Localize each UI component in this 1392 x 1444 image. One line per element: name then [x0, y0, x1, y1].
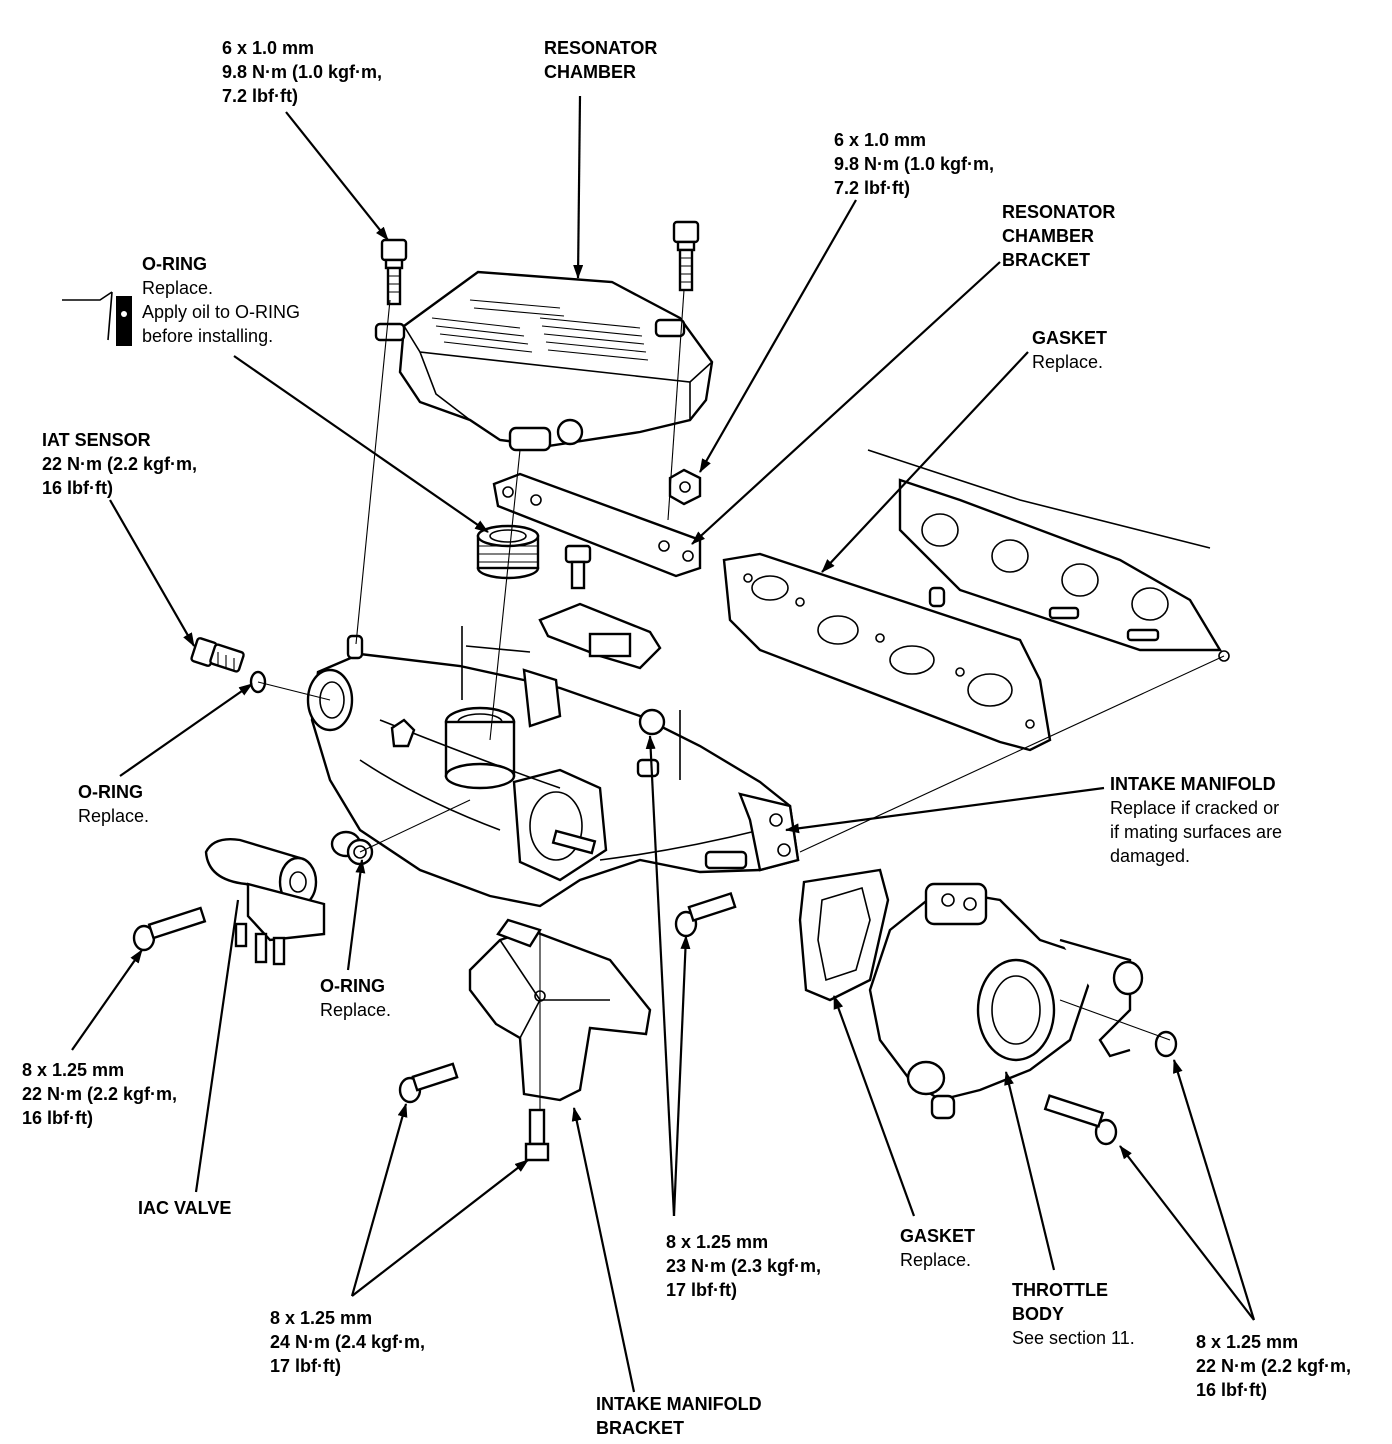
callout-line: 22 N·m (2.2 kgf·m, [42, 454, 198, 474]
callout-line: 7.2 lbf·ft) [834, 178, 910, 198]
callout-line: 17 lbf·ft) [270, 1356, 341, 1376]
resonator-chamber [374, 270, 714, 452]
callout-line: if mating surfaces are [1110, 822, 1283, 842]
callout-line: 22 N·m (2.2 kgf·m, [22, 1084, 178, 1104]
callout-title: BODY [1012, 1304, 1065, 1324]
callout-line: Replace. [142, 278, 214, 298]
leader-lines [71, 95, 1256, 1393]
oring-iac [330, 830, 374, 866]
callout-line: 22 N·m (2.2 kgf·m, [1196, 1356, 1352, 1376]
callout-title: GASKET [1032, 328, 1108, 348]
callout-resonator-bracket: RESONATOR CHAMBER BRACKET [1002, 200, 1115, 272]
callout-line: RESONATOR [1002, 202, 1116, 222]
bolt-top-left [380, 238, 408, 306]
callout-line: CHAMBER [544, 62, 636, 82]
callout-line: damaged. [1110, 846, 1191, 866]
callout-line: 8 x 1.25 mm [1196, 1332, 1299, 1352]
intake-manifold-bracket [468, 918, 652, 1102]
oil-can-icon [62, 291, 132, 346]
bolt-bracket-left [398, 1062, 459, 1104]
callout-line: 8 x 1.25 mm [22, 1060, 125, 1080]
callout-line: BRACKET [1002, 250, 1090, 270]
callout-line: 9.8 N·m (1.0 kgf·m, [222, 62, 383, 82]
iat-sensor [190, 637, 245, 673]
callout-title: O-RING [78, 782, 143, 802]
callout-iac-valve: IAC VALVE [138, 1196, 231, 1220]
iac-valve [204, 838, 326, 966]
callout-title: GASKET [900, 1226, 976, 1246]
callout-title: O-RING [142, 254, 207, 274]
callout-line: Replace if cracked or [1110, 798, 1280, 818]
callout-oring-top: O-RING Replace. Apply oil to O-RING befo… [142, 252, 300, 348]
callout-line: INTAKE MANIFOLD [596, 1394, 762, 1414]
gasket-manifold [722, 552, 1052, 752]
callout-oring-left: O-RING Replace. [78, 780, 149, 828]
callout-line: Replace. [78, 806, 150, 826]
callout-line: before installing. [142, 326, 274, 346]
callout-line: RESONATOR [544, 38, 658, 58]
callout-bolt-bottom-left: 8 x 1.25 mm 24 N·m (2.4 kgf·m, 17 lbf·ft… [270, 1306, 425, 1378]
bolt-throttle [1043, 1094, 1118, 1146]
callout-line: See section 11. [1012, 1328, 1135, 1348]
callout-title: O-RING [320, 976, 385, 996]
callout-line: 6 x 1.0 mm [834, 130, 927, 150]
callout-iat-sensor: IAT SENSOR 22 N·m (2.2 kgf·m, 16 lbf·ft) [42, 428, 197, 500]
callout-gasket-top: GASKET Replace. [1032, 326, 1107, 374]
callout-title: THROTTLE [1012, 1280, 1108, 1300]
callout-title: INTAKE MANIFOLD [1110, 774, 1276, 794]
bolt-bracket-bottom [524, 1108, 550, 1162]
callout-line: 16 lbf·ft) [22, 1108, 93, 1128]
callout-bolt-top-left: 6 x 1.0 mm 9.8 N·m (1.0 kgf·m, 7.2 lbf·f… [222, 36, 382, 108]
callout-bolt-iac: 8 x 1.25 mm 22 N·m (2.2 kgf·m, 16 lbf·ft… [22, 1058, 177, 1130]
bolt-top-right [672, 220, 700, 292]
callout-bolt-top-right: 6 x 1.0 mm 9.8 N·m (1.0 kgf·m, 7.2 lbf·f… [834, 128, 994, 200]
callout-title: IAT SENSOR [42, 430, 151, 450]
sensor-bracket [538, 602, 662, 670]
callout-title: IAC VALVE [138, 1198, 232, 1218]
callout-line: 16 lbf·ft) [42, 478, 113, 498]
throttle-body [868, 882, 1178, 1120]
callout-line: 16 lbf·ft) [1196, 1380, 1267, 1400]
callout-line: Replace. [320, 1000, 392, 1020]
callout-line: 8 x 1.25 mm [666, 1232, 769, 1252]
callout-line: 6 x 1.0 mm [222, 38, 315, 58]
callout-bolt-bottom-right: 8 x 1.25 mm 22 N·m (2.2 kgf·m, 16 lbf·ft… [1196, 1330, 1351, 1402]
callout-gasket-bottom: GASKET Replace. [900, 1224, 975, 1272]
screw-small [564, 544, 592, 590]
intake-manifold [306, 626, 800, 908]
callout-intake-manifold: INTAKE MANIFOLD Replace if cracked or if… [1110, 772, 1282, 868]
bolt-center [674, 892, 737, 938]
callout-line: 23 N·m (2.3 kgf·m, [666, 1256, 822, 1276]
callout-manifold-bracket: INTAKE MANIFOLD BRACKET [596, 1392, 762, 1440]
callout-line: Replace. [900, 1250, 972, 1270]
cylinder-head [867, 449, 1230, 662]
bolt-iac [132, 906, 207, 952]
callout-line: BRACKET [596, 1418, 684, 1438]
callout-line: Replace. [1032, 352, 1104, 372]
callout-line: 8 x 1.25 mm [270, 1308, 373, 1328]
nut-bracket [668, 468, 702, 506]
callout-oring-mid: O-RING Replace. [320, 974, 391, 1022]
callout-line: 7.2 lbf·ft) [222, 86, 298, 106]
callout-resonator-chamber: RESONATOR CHAMBER [544, 36, 657, 84]
gasket-throttle [798, 868, 890, 1002]
resonator-chamber-bracket [492, 472, 702, 578]
callout-bolt-center: 8 x 1.25 mm 23 N·m (2.3 kgf·m, 17 lbf·ft… [666, 1230, 821, 1302]
callout-line: 17 lbf·ft) [666, 1280, 737, 1300]
callout-throttle-body: THROTTLE BODY See section 11. [1012, 1278, 1135, 1350]
callout-line: CHAMBER [1002, 226, 1094, 246]
callout-line: 24 N·m (2.4 kgf·m, [270, 1332, 426, 1352]
callout-line: Apply oil to O-RING [142, 302, 301, 322]
callout-line: 9.8 N·m (1.0 kgf·m, [834, 154, 995, 174]
